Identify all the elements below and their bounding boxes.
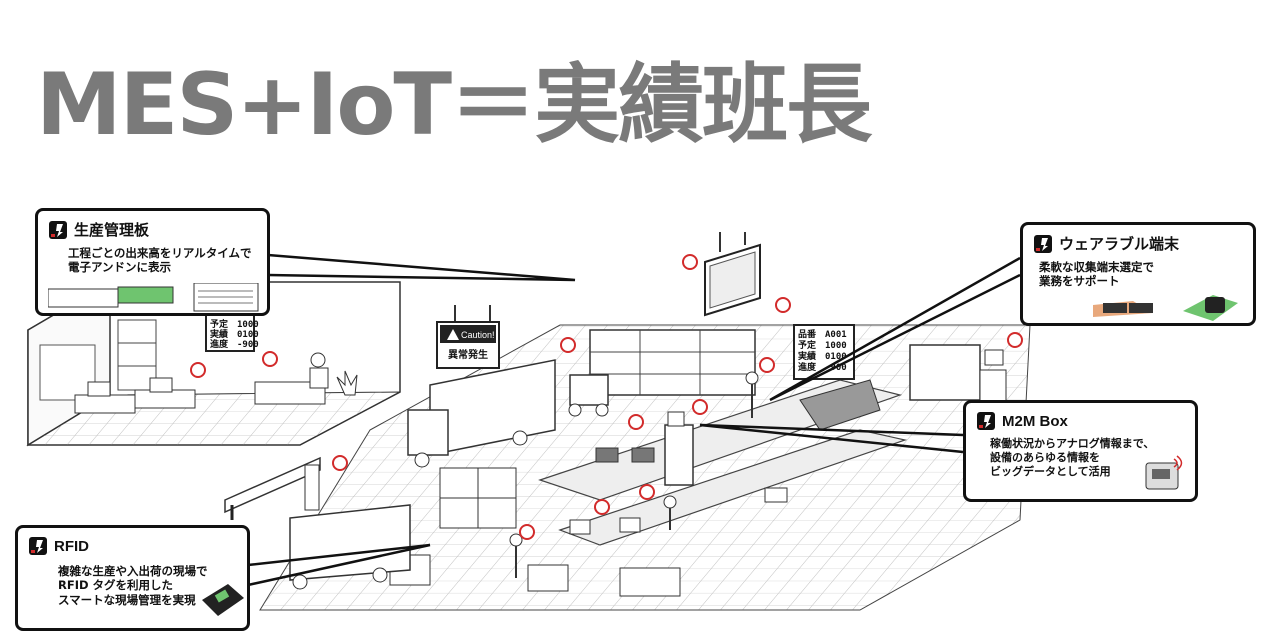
callout-heading: 生産管理板: [74, 222, 150, 239]
brand-logo-icon: [977, 412, 995, 430]
pin-icon: [262, 351, 278, 367]
callout-production-board: 生産管理板 工程ごとの出来高をリアルタイムで 電子アンドンに表示: [35, 208, 270, 316]
pin-icon: [1007, 332, 1023, 348]
smart-glasses-and-watch-icon: [1093, 295, 1238, 321]
pin-icon: [594, 499, 610, 515]
pin-icon: [682, 254, 698, 270]
office-room: [26, 280, 401, 447]
callout-description: 工程ごとの出来高をリアルタイムで 電子アンドンに表示: [68, 246, 252, 275]
callout-description: 柔軟な収集端末選定で 業務をサポート: [1039, 260, 1154, 289]
caution-text: 異常発生: [448, 348, 488, 361]
page-title: MES+IoT＝実績班長: [36, 55, 872, 155]
board-thumbnails: [48, 283, 259, 312]
floor-board-row2: 予定 1000: [798, 339, 847, 351]
callout-wearable: ウェアラブル端末 柔軟な収集端末選定で 業務をサポート: [1020, 222, 1256, 326]
pin-icon: [519, 524, 535, 540]
callout-heading: ウェアラブル端末: [1059, 236, 1180, 253]
floor-board-row3: 実績 0100: [798, 350, 847, 362]
office-board-row1: 予定 1000: [210, 318, 259, 330]
pin-icon: [190, 362, 206, 378]
m2m-device-icon: [1145, 455, 1183, 490]
pin-icon: [639, 484, 655, 500]
brand-logo-icon: [49, 220, 67, 239]
floor-board-row1: 品番 A001: [798, 328, 847, 340]
brand-logo-icon: [29, 537, 47, 555]
pin-icon: [628, 414, 644, 430]
office-board-row2: 実績 0100: [210, 328, 259, 340]
location-markers: [190, 254, 1023, 540]
floor-progress-board: 品番 A001 予定 1000 実績 0100 進度 -900: [793, 324, 855, 380]
office-board-row3: 進度 -900: [210, 338, 259, 350]
rfid-scanner-icon: [202, 584, 244, 616]
callout-description: 複雑な生産や入出荷の現場で RFID タグを利用した スマートな現場管理を実現: [58, 564, 208, 607]
pin-icon: [692, 399, 708, 415]
brand-logo-icon: [1034, 234, 1052, 253]
callout-heading: M2M Box: [1002, 412, 1068, 430]
pin-icon: [560, 337, 576, 353]
office-progress-board: 予定 1000 実績 0100 進度 -900: [205, 314, 259, 352]
callout-heading: RFID: [54, 537, 89, 555]
callout-description: 稼働状況からアナログ情報まで、 設備のあらゆる情報を ビッグデータとして活用: [990, 437, 1155, 478]
caution-sign: Caution! 異常発生: [436, 305, 500, 369]
callout-m2m-box: M2M Box 稼働状況からアナログ情報まで、 設備のあらゆる情報を ビッグデー…: [963, 400, 1198, 502]
pin-icon: [759, 357, 775, 373]
callout-leaders: [247, 253, 1021, 587]
factory-floor: [224, 324, 1031, 611]
callout-rfid: RFID 複雑な生産や入出荷の現場で RFID タグを利用した スマートな現場管…: [15, 525, 250, 631]
pin-icon: [775, 297, 791, 313]
caution-label: Caution!: [461, 330, 495, 340]
pin-icon: [332, 455, 348, 471]
hanging-andon-board: [704, 232, 761, 317]
